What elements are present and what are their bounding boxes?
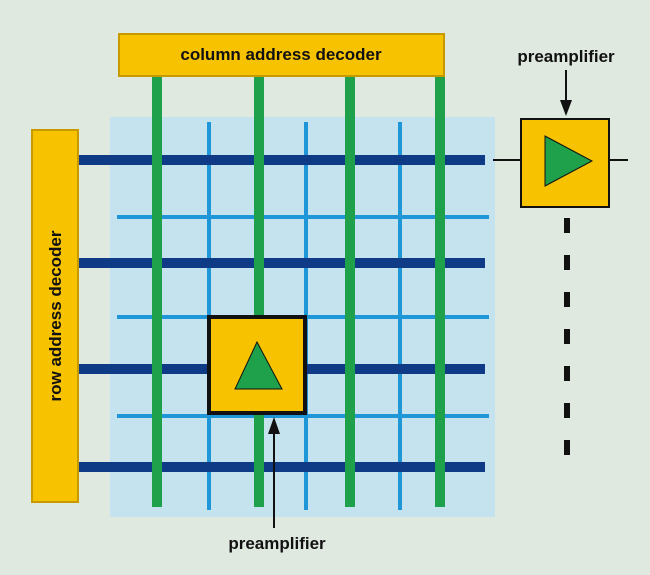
right-triangle-amplifier-icon xyxy=(544,135,594,187)
dash-6 xyxy=(564,403,570,418)
bit-line-4 xyxy=(435,72,445,507)
row-decoder-box xyxy=(31,129,79,503)
bit-line-2 xyxy=(254,72,264,507)
dash-7 xyxy=(564,440,570,455)
continuation-dashes xyxy=(564,218,570,455)
bottom-preamplifier-label: preamplifier xyxy=(228,534,326,553)
row-address-decoder: row address decoder xyxy=(31,129,79,503)
column-address-decoder: column address decoder xyxy=(118,33,445,77)
top-preamplifier-arrow xyxy=(560,70,572,116)
column-decoder-label: column address decoder xyxy=(180,45,382,64)
row-decoder-label: row address decoder xyxy=(46,230,65,401)
bit-line-3 xyxy=(345,72,355,507)
dash-1 xyxy=(564,218,570,233)
bit-lines xyxy=(152,72,445,507)
dash-3 xyxy=(564,292,570,307)
top-preamplifier-label: preamplifier xyxy=(517,47,615,66)
light-row-line-1 xyxy=(117,215,489,219)
top-arrow-head xyxy=(560,100,572,116)
word-line-2 xyxy=(78,258,485,268)
dash-4 xyxy=(564,329,570,344)
light-row-line-3 xyxy=(117,414,489,418)
dash-5 xyxy=(564,366,570,381)
central-preamplifier xyxy=(207,315,307,415)
bit-line-1 xyxy=(152,72,162,507)
triangle-amplifier-icon xyxy=(234,340,283,390)
bottom-arrow-head xyxy=(268,417,280,434)
light-column-line-3 xyxy=(398,122,402,510)
bottom-preamplifier-arrow xyxy=(268,417,280,528)
word-line-1 xyxy=(78,155,485,165)
right-preamplifier xyxy=(493,118,628,208)
dash-2 xyxy=(564,255,570,270)
word-line-4 xyxy=(78,462,485,472)
column-decoder-box xyxy=(118,33,445,77)
